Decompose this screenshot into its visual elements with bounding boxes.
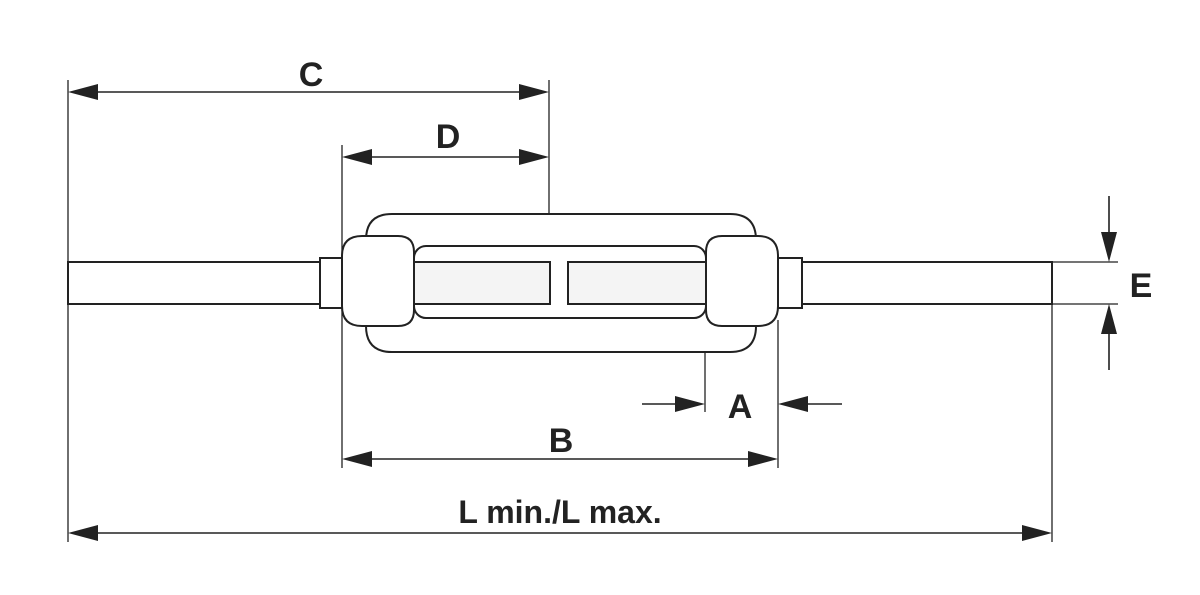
turnbuckle-part (67, 213, 1053, 353)
arrow-e-bottom (1101, 304, 1117, 334)
left-end-boss (341, 235, 415, 327)
left-rod (67, 261, 325, 305)
dimension-a (642, 396, 842, 412)
right-thread-nut (777, 257, 803, 309)
label-a: A (728, 388, 753, 426)
label-l-min-max: L min./L max. (458, 494, 661, 530)
dimension-l (68, 525, 1052, 541)
dimension-d (342, 149, 549, 165)
arrow-a-left (675, 396, 705, 412)
arrow-a-right (778, 396, 808, 412)
arrow-d-left (342, 149, 372, 165)
arrow-b-left (342, 451, 372, 467)
dimension-e (1101, 196, 1117, 370)
label-b: B (549, 422, 574, 460)
left-thread-nut (319, 257, 345, 309)
left-inner-screw (413, 261, 551, 305)
arrow-c-left (68, 84, 98, 100)
arrow-e-top (1101, 232, 1117, 262)
label-e: E (1130, 267, 1153, 305)
dimension-b (342, 451, 778, 467)
dimension-labels: C D E A B L min./L max. (299, 56, 1153, 530)
arrow-l-left (68, 525, 98, 541)
right-rod (799, 261, 1053, 305)
right-end-boss (705, 235, 779, 327)
arrow-d-right (519, 149, 549, 165)
right-inner-screw (567, 261, 707, 305)
arrow-l-right (1022, 525, 1052, 541)
dimension-c (68, 84, 549, 100)
arrow-b-right (748, 451, 778, 467)
label-c: C (299, 56, 324, 94)
arrow-c-right (519, 84, 549, 100)
label-d: D (436, 118, 461, 156)
